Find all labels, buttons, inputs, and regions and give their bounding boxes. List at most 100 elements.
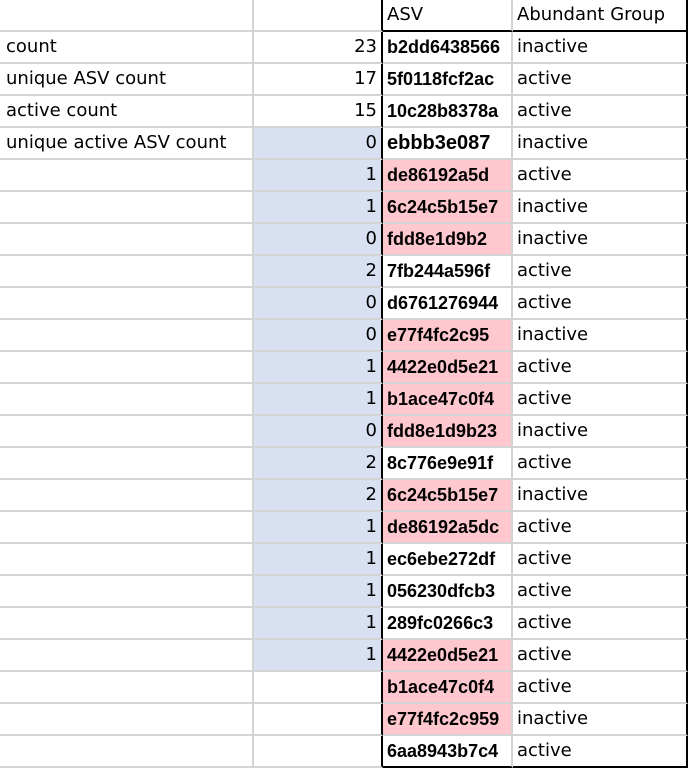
group-cell[interactable]: active [513,384,688,416]
label-cell[interactable] [0,352,254,384]
group-cell[interactable]: active [513,544,688,576]
asv-cell[interactable]: de86192a5dc [383,512,513,544]
label-cell[interactable]: unique active ASV count [0,128,254,160]
value-cell[interactable]: 23 [254,32,383,64]
asv-cell[interactable]: 6c24c5b15e7 [383,480,513,512]
label-cell[interactable]: active count [0,96,254,128]
asv-cell[interactable]: fdd8e1d9b2 [383,224,513,256]
label-cell[interactable] [0,288,254,320]
value-cell[interactable]: 1 [254,192,383,224]
value-cell[interactable]: 0 [254,128,383,160]
group-cell[interactable]: inactive [513,224,688,256]
group-cell[interactable]: active [513,96,688,128]
group-cell[interactable]: active [513,160,688,192]
asv-cell[interactable]: 5f0118fcf2ac [383,64,513,96]
label-cell[interactable] [0,224,254,256]
label-cell[interactable] [0,384,254,416]
label-cell[interactable] [0,256,254,288]
asv-cell[interactable]: e77f4fc2c959 [383,704,513,736]
asv-cell[interactable]: b2dd6438566 [383,32,513,64]
label-cell[interactable] [0,160,254,192]
label-cell[interactable]: count [0,32,254,64]
label-cell[interactable] [0,448,254,480]
column-header-asv[interactable]: ASV [383,0,513,32]
label-cell[interactable] [0,640,254,672]
label-cell[interactable] [0,608,254,640]
asv-cell[interactable]: b1ace47c0f4 [383,384,513,416]
asv-cell[interactable]: 289fc0266c3 [383,608,513,640]
group-cell[interactable]: active [513,640,688,672]
asv-cell[interactable]: 4422e0d5e21 [383,640,513,672]
asv-cell[interactable]: d6761276944 [383,288,513,320]
asv-cell[interactable]: 056230dfcb3 [383,576,513,608]
value-cell[interactable]: 1 [254,608,383,640]
value-cell[interactable]: 0 [254,320,383,352]
asv-cell[interactable]: 4422e0d5e21 [383,352,513,384]
value-cell[interactable]: 1 [254,640,383,672]
asv-cell[interactable]: ec6ebe272df [383,544,513,576]
label-cell[interactable] [0,704,254,736]
group-cell[interactable]: active [513,288,688,320]
label-cell[interactable] [0,672,254,704]
group-cell[interactable]: inactive [513,704,688,736]
asv-cell[interactable]: 10c28b8378a [383,96,513,128]
value-cell[interactable] [254,704,383,736]
value-cell[interactable]: 2 [254,448,383,480]
label-cell[interactable] [0,192,254,224]
value-cell[interactable]: 0 [254,416,383,448]
group-cell[interactable]: inactive [513,128,688,160]
cell-a-header[interactable] [0,0,254,32]
group-cell[interactable]: inactive [513,320,688,352]
asv-cell[interactable]: 6c24c5b15e7 [383,192,513,224]
label-cell[interactable] [0,480,254,512]
value-cell[interactable]: 1 [254,160,383,192]
value-cell[interactable]: 2 [254,256,383,288]
value-cell[interactable]: 1 [254,576,383,608]
asv-cell[interactable]: fdd8e1d9b23 [383,416,513,448]
value-cell[interactable]: 17 [254,64,383,96]
value-cell[interactable]: 0 [254,224,383,256]
label-cell[interactable] [0,736,254,768]
group-cell[interactable]: active [513,256,688,288]
value-cell[interactable]: 0 [254,288,383,320]
value-cell[interactable]: 1 [254,544,383,576]
group-cell[interactable]: active [513,64,688,96]
group-cell[interactable]: active [513,672,688,704]
label-cell[interactable]: unique ASV count [0,64,254,96]
column-header-abundant-group[interactable]: Abundant Group [513,0,688,32]
value-cell[interactable]: 2 [254,480,383,512]
group-cell[interactable]: active [513,608,688,640]
group-cell[interactable]: active [513,736,688,768]
label-cell[interactable] [0,416,254,448]
value-cell[interactable]: 1 [254,512,383,544]
group-cell[interactable]: inactive [513,480,688,512]
value-cell[interactable]: 1 [254,352,383,384]
asv-cell[interactable]: e77f4fc2c95 [383,320,513,352]
group-cell[interactable]: active [513,512,688,544]
asv-cell[interactable]: 8c776e9e91f [383,448,513,480]
asv-cell[interactable]: 6aa8943b7c4 [383,736,513,768]
value-cell[interactable] [254,672,383,704]
group-cell[interactable]: inactive [513,416,688,448]
group-cell[interactable]: active [513,352,688,384]
group-cell[interactable]: inactive [513,32,688,64]
asv-cell[interactable]: de86192a5d [383,160,513,192]
label-cell[interactable] [0,576,254,608]
group-cell[interactable]: inactive [513,192,688,224]
asv-cell[interactable]: 7fb244a596f [383,256,513,288]
asv-cell[interactable]: ebbb3e087 [383,128,513,160]
label-cell[interactable] [0,512,254,544]
group-cell[interactable]: active [513,448,688,480]
group-cell[interactable]: active [513,576,688,608]
cell-b-header[interactable] [254,0,383,32]
asv-cell[interactable]: b1ace47c0f4 [383,672,513,704]
value-cell[interactable]: 15 [254,96,383,128]
label-cell[interactable] [0,544,254,576]
label-cell[interactable] [0,320,254,352]
value-cell[interactable] [254,736,383,768]
value-cell[interactable]: 1 [254,384,383,416]
